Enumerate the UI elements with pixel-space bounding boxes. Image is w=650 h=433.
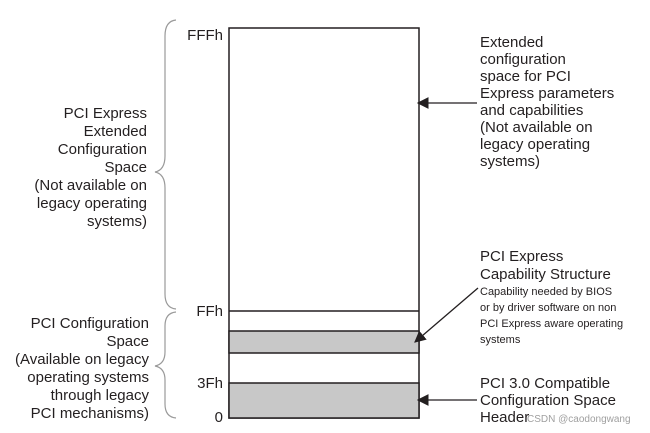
- label-line: PCI Express: [63, 105, 147, 122]
- annotation-line: (Not available on: [480, 119, 593, 136]
- annotation-title-line: Capability Structure: [480, 266, 611, 283]
- annotation-desc-line: PCI Express aware operating: [480, 318, 624, 330]
- label-line: Configuration: [57, 141, 147, 158]
- address-zero: 0: [214, 409, 223, 426]
- label-line: systems): [87, 213, 147, 230]
- capability-structure-block: [228, 330, 420, 354]
- address-ffh: FFh: [196, 303, 223, 320]
- annotation-line: space for PCI: [480, 68, 571, 85]
- annotation-line: Header: [480, 409, 530, 426]
- config-space-outline: [228, 27, 420, 419]
- label-line: (Available on legacy: [15, 351, 149, 368]
- extended-space-brace: [154, 19, 177, 310]
- header-block: [228, 382, 420, 419]
- label-line: Space: [106, 333, 149, 350]
- label-line: (Not available on: [34, 177, 147, 194]
- annotation-line: configuration: [480, 51, 566, 68]
- label-line: through legacy: [50, 387, 149, 404]
- label-line: PCI Configuration: [30, 315, 149, 332]
- watermark: CSDN @caodongwang: [527, 414, 631, 425]
- annotation-desc-line: or by driver software on non: [480, 302, 617, 314]
- annotation-line: legacy operating: [480, 136, 591, 153]
- annotation-line: Configuration Space: [480, 392, 616, 409]
- annotation-line: Express parameters: [480, 85, 615, 102]
- pci-space-brace: [154, 311, 177, 419]
- annotation-desc-line: systems: [480, 334, 521, 346]
- label-line: Extended: [83, 123, 147, 140]
- label-line: PCI mechanisms): [30, 405, 149, 422]
- label-line: Space: [104, 159, 147, 176]
- annotation-line: PCI 3.0 Compatible: [480, 375, 611, 392]
- pcie-extended-space-label: PCI Express Extended Configuration Space…: [10, 105, 147, 231]
- annotation-desc-line: Capability needed by BIOS: [480, 286, 613, 298]
- annotation-line: and capabilities: [480, 102, 584, 119]
- annotation-line: Extended: [480, 34, 544, 51]
- annotation-title-line: PCI Express: [480, 248, 564, 265]
- header-annotation: PCI 3.0 Compatible Configuration Space H…: [480, 375, 616, 426]
- annotation-line: systems): [480, 153, 540, 170]
- label-line: operating systems: [27, 369, 149, 386]
- capability-arrow: [414, 287, 479, 343]
- label-line: legacy operating: [36, 195, 147, 212]
- pci-configuration-space-label: PCI Configuration Space (Available on le…: [2, 315, 149, 423]
- capability-structure-annotation: PCI Express Capability Structure Capabil…: [480, 248, 623, 348]
- address-fffh: FFFh: [187, 27, 223, 44]
- address-3fh: 3Fh: [197, 375, 223, 392]
- extended-space-annotation: Extended configuration space for PCI Exp…: [480, 34, 614, 170]
